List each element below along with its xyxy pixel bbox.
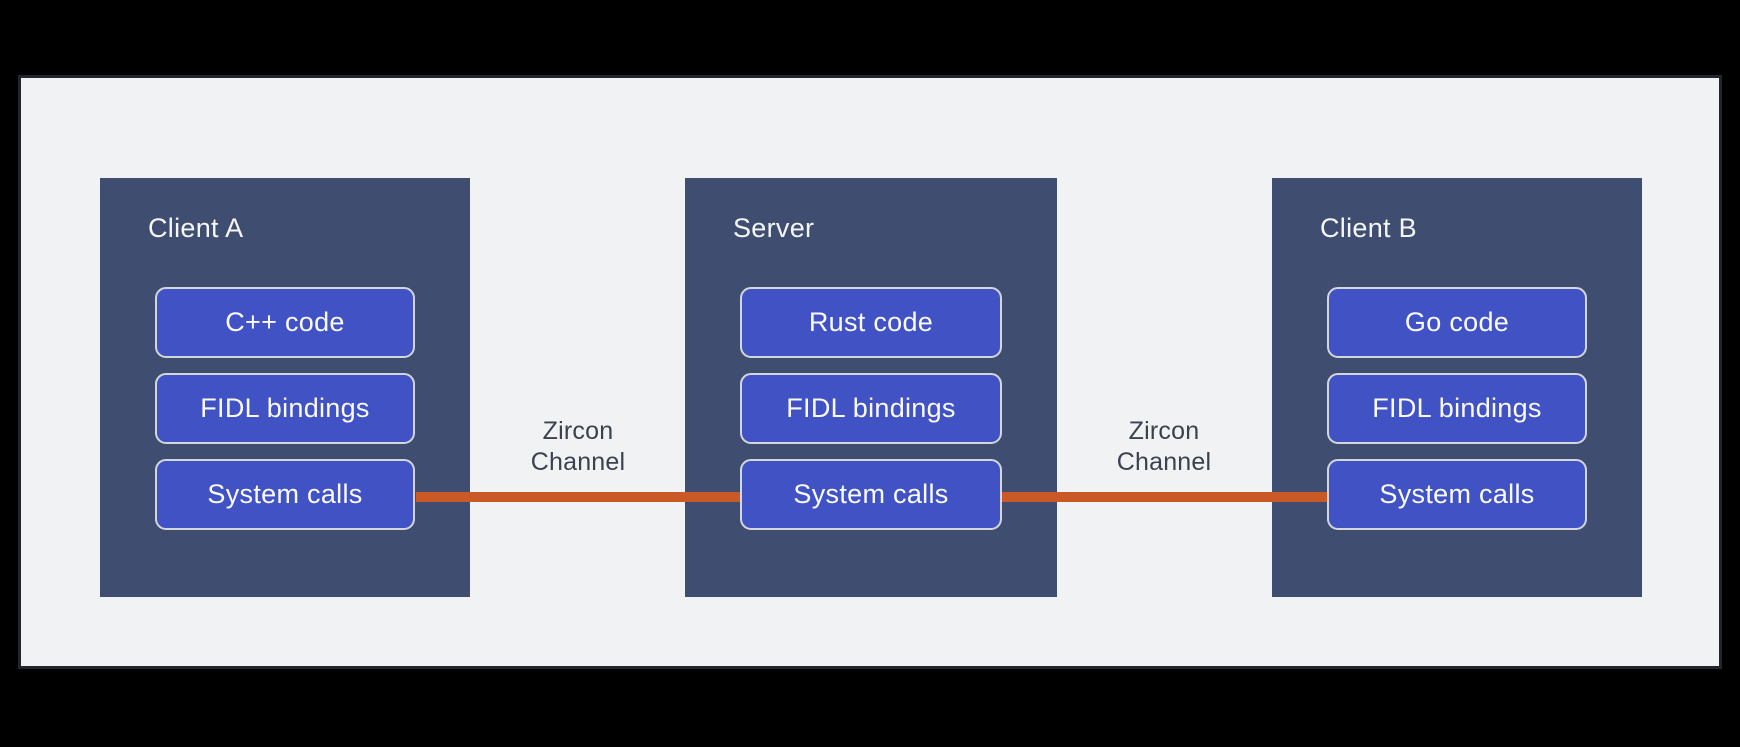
- zircon-channel-connector-right: [1001, 492, 1328, 502]
- node-rust-code: Rust code: [740, 287, 1002, 358]
- node-system-calls: System calls: [155, 459, 415, 530]
- panel-server-title: Server: [733, 213, 815, 243]
- zircon-channel-label-right: Zircon Channel: [1064, 416, 1264, 478]
- panel-server: Server Rust code FIDL bindings System ca…: [685, 178, 1057, 597]
- zircon-channel-label-line1: Zircon: [1128, 417, 1200, 445]
- panel-client-b-boxes: Go code FIDL bindings System calls: [1327, 287, 1587, 530]
- zircon-channel-connector-left: [416, 492, 742, 502]
- node-system-calls: System calls: [740, 459, 1002, 530]
- panel-client-b: Client B Go code FIDL bindings System ca…: [1272, 178, 1642, 597]
- node-fidl-bindings: FIDL bindings: [740, 373, 1002, 444]
- node-system-calls: System calls: [1327, 459, 1587, 530]
- zircon-channel-label-left: Zircon Channel: [478, 416, 678, 478]
- node-fidl-bindings: FIDL bindings: [155, 373, 415, 444]
- node-cpp-code: C++ code: [155, 287, 415, 358]
- zircon-channel-label-line2: Channel: [1116, 448, 1212, 476]
- panel-client-b-title: Client B: [1320, 213, 1417, 243]
- zircon-channel-label-line1: Zircon: [542, 417, 614, 445]
- panel-client-a-boxes: C++ code FIDL bindings System calls: [155, 287, 415, 530]
- panel-server-boxes: Rust code FIDL bindings System calls: [740, 287, 1002, 530]
- panel-client-a-title: Client A: [148, 213, 244, 243]
- node-fidl-bindings: FIDL bindings: [1327, 373, 1587, 444]
- panel-client-a: Client A C++ code FIDL bindings System c…: [100, 178, 470, 597]
- zircon-channel-label-line2: Channel: [530, 448, 626, 476]
- node-go-code: Go code: [1327, 287, 1587, 358]
